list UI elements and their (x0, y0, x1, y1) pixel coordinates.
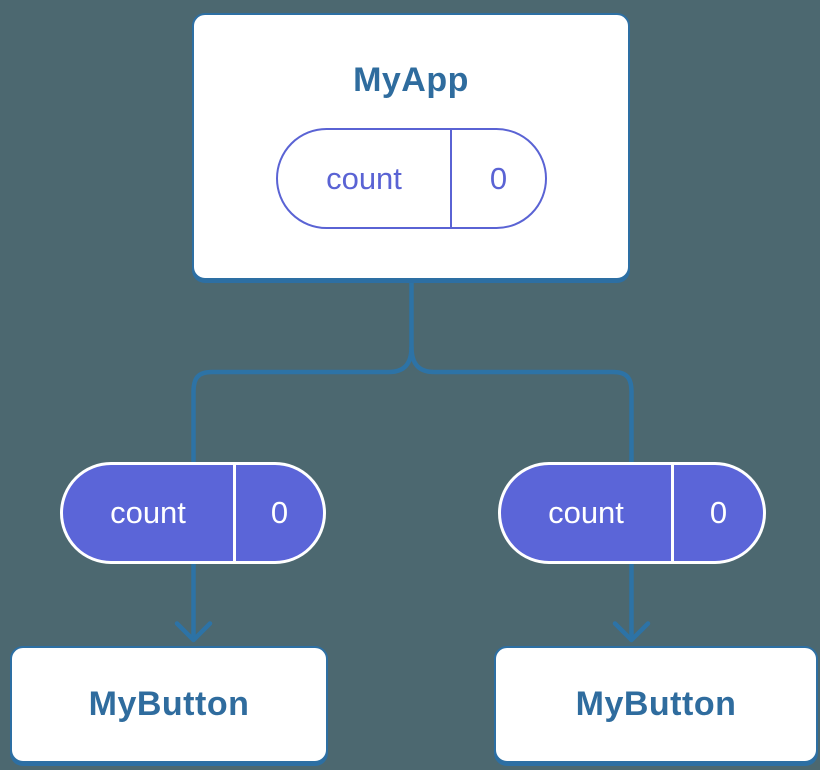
root-pill-divider (450, 130, 452, 227)
root-state-value: 0 (489, 160, 508, 196)
right-arrowhead-icon (612, 621, 651, 643)
right-prop-value: 0 (709, 495, 728, 530)
left-prop-name: count (110, 495, 186, 530)
fork-left-branch (191, 346, 414, 462)
right-child-component-title: MyButton (575, 685, 737, 723)
left-child-component-card: MyButton (10, 646, 328, 763)
left-arrow (174, 563, 213, 643)
left-child-component-title: MyButton (88, 685, 250, 723)
left-prop-pill: count 0 (60, 462, 326, 564)
right-child-component-card: MyButton (494, 646, 818, 763)
left-arrowhead-icon (174, 621, 213, 643)
right-prop-name: count (548, 495, 624, 530)
left-pill-divider (233, 465, 236, 561)
fork-right-branch (409, 346, 634, 462)
left-prop-value: 0 (270, 495, 289, 530)
right-arrow (612, 563, 651, 643)
root-state-pill: count 0 (276, 128, 547, 229)
root-state-name: count (326, 160, 402, 196)
root-component-title: MyApp (353, 61, 469, 99)
right-pill-divider (671, 465, 674, 561)
right-prop-pill: count 0 (498, 462, 766, 564)
